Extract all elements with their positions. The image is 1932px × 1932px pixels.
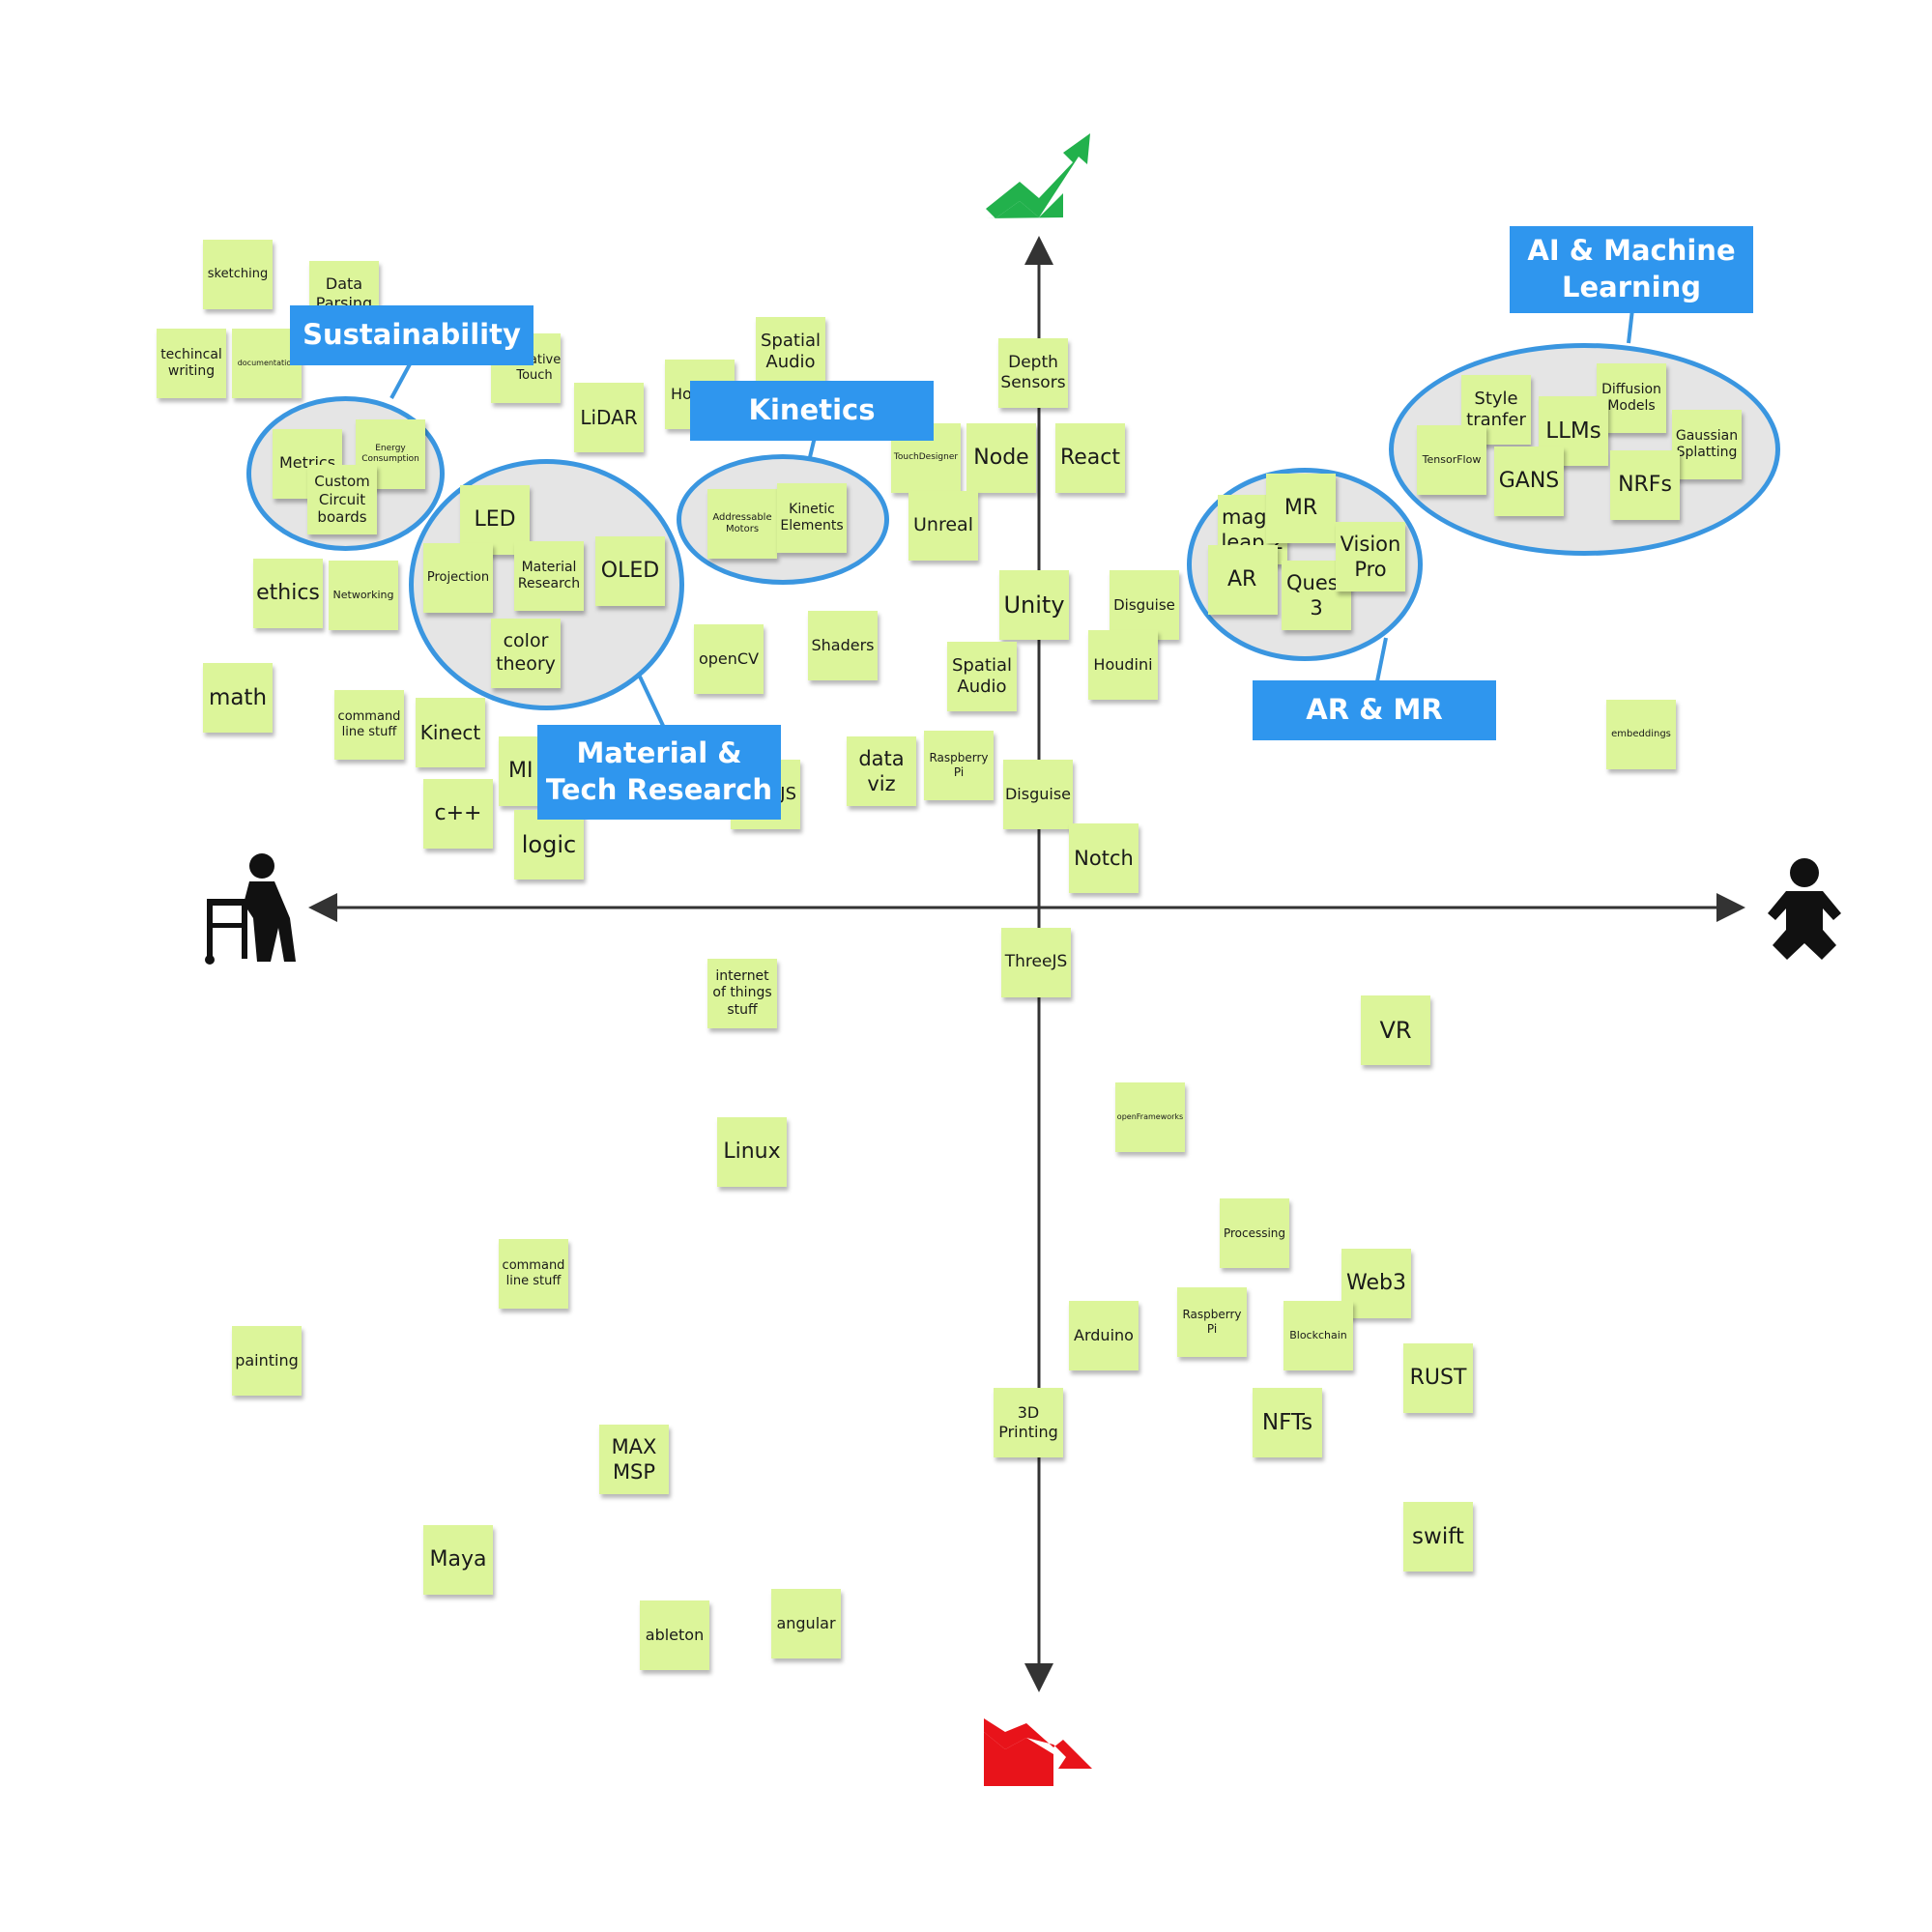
note-houdini[interactable]: Houdini (1088, 630, 1158, 700)
note-llms[interactable]: LLMs (1539, 396, 1608, 466)
note-addressable-motors[interactable]: Addressable Motors (707, 489, 777, 559)
note-mr[interactable]: MR (1266, 474, 1336, 543)
note-web3[interactable]: Web3 (1341, 1249, 1411, 1318)
note-raspberry-pi-low[interactable]: Raspberry Pi (1177, 1287, 1247, 1357)
note-rust[interactable]: RUST (1403, 1343, 1473, 1413)
note-shaders[interactable]: Shaders (808, 611, 878, 680)
note-ableton[interactable]: ableton (640, 1600, 709, 1670)
note-nrfs[interactable]: NRFs (1610, 450, 1680, 520)
note-gaussian-splatting[interactable]: Gaussian Splatting (1672, 410, 1742, 479)
note-nfts[interactable]: NFTs (1253, 1388, 1322, 1457)
note-kinetic-elements[interactable]: Kinetic Elements (777, 483, 847, 553)
note-projection[interactable]: Projection (423, 543, 493, 613)
note-spatial-audio-mid[interactable]: Spatial Audio (947, 642, 1017, 711)
note-unreal[interactable]: Unreal (908, 491, 978, 561)
note-node[interactable]: Node (966, 423, 1036, 493)
note-custom-circuit-boards[interactable]: Custom Circuit boards (307, 465, 377, 534)
note-unity[interactable]: Unity (999, 570, 1069, 640)
elderly-walker-icon (205, 853, 296, 965)
note-depth-sensors[interactable]: Depth Sensors (998, 338, 1068, 408)
note-vr[interactable]: VR (1361, 995, 1430, 1065)
note-3d-printing[interactable]: 3D Printing (994, 1388, 1063, 1457)
note-react[interactable]: React (1055, 423, 1125, 493)
note-openframeworks[interactable]: openFrameworks (1115, 1082, 1185, 1152)
note-angular[interactable]: angular (771, 1589, 841, 1658)
note-painting[interactable]: painting (232, 1326, 302, 1396)
label-kinetics: Kinetics (690, 381, 934, 441)
note-color-theory[interactable]: color theory (491, 619, 561, 688)
note-arduino[interactable]: Arduino (1069, 1301, 1139, 1370)
note-iot[interactable]: internet of things stuff (707, 959, 777, 1028)
note-cpp[interactable]: c++ (423, 779, 493, 849)
label-material-tech-research: Material & Tech Research (537, 725, 781, 820)
note-opencv[interactable]: openCV (694, 624, 764, 694)
note-style-transfer[interactable]: Style tranfer (1461, 375, 1531, 445)
note-networking[interactable]: Networking (329, 561, 398, 630)
note-disguise-mid[interactable]: Disguise (1003, 760, 1073, 829)
note-command-line-top[interactable]: command line stuff (334, 690, 404, 760)
note-notch[interactable]: Notch (1069, 823, 1139, 893)
note-gans[interactable]: GANS (1494, 447, 1564, 516)
note-oled[interactable]: OLED (595, 536, 665, 606)
note-techincal-writing[interactable]: techincal writing (157, 329, 226, 398)
note-kinect[interactable]: Kinect (416, 698, 485, 767)
note-linux[interactable]: Linux (717, 1117, 787, 1187)
note-logic[interactable]: logic (514, 810, 584, 879)
note-ar[interactable]: AR (1208, 545, 1278, 615)
note-diffusion-models[interactable]: Diffusion Models (1597, 363, 1666, 433)
note-swift[interactable]: swift (1403, 1502, 1473, 1572)
note-ethics[interactable]: ethics (253, 559, 323, 628)
label-ar-mr: AR & MR (1253, 680, 1496, 740)
note-spatial-audio-top[interactable]: Spatial Audio (756, 317, 825, 387)
label-ai-machine-learning: AI & Machine Learning (1510, 226, 1753, 313)
label-sustainability: Sustainability (290, 305, 533, 365)
note-raspberry-pi-top[interactable]: Raspberry Pi (924, 731, 994, 800)
note-tensorflow[interactable]: TensorFlow (1417, 425, 1486, 495)
note-blockchain[interactable]: Blockchain (1283, 1301, 1353, 1370)
note-lidar[interactable]: LiDAR (574, 383, 644, 452)
note-data-viz[interactable]: data viz (847, 736, 916, 806)
note-processing[interactable]: Processing (1220, 1198, 1289, 1268)
note-sketching[interactable]: sketching (203, 240, 273, 309)
note-material-research[interactable]: Material Research (514, 541, 584, 611)
trending-up-icon (986, 133, 1090, 218)
note-threejs[interactable]: ThreeJS (1001, 928, 1071, 997)
note-maya[interactable]: Maya (423, 1525, 493, 1595)
note-disguise-top[interactable]: Disguise (1110, 570, 1179, 640)
baby-icon (1768, 858, 1841, 960)
note-math[interactable]: math (203, 663, 273, 733)
note-embeddings[interactable]: embeddings (1606, 700, 1676, 769)
note-command-line-low[interactable]: command line stuff (499, 1239, 568, 1309)
note-vision-pro[interactable]: Vision Pro (1336, 522, 1405, 591)
trending-down-icon (984, 1718, 1092, 1786)
note-max-msp[interactable]: MAX MSP (599, 1425, 669, 1494)
